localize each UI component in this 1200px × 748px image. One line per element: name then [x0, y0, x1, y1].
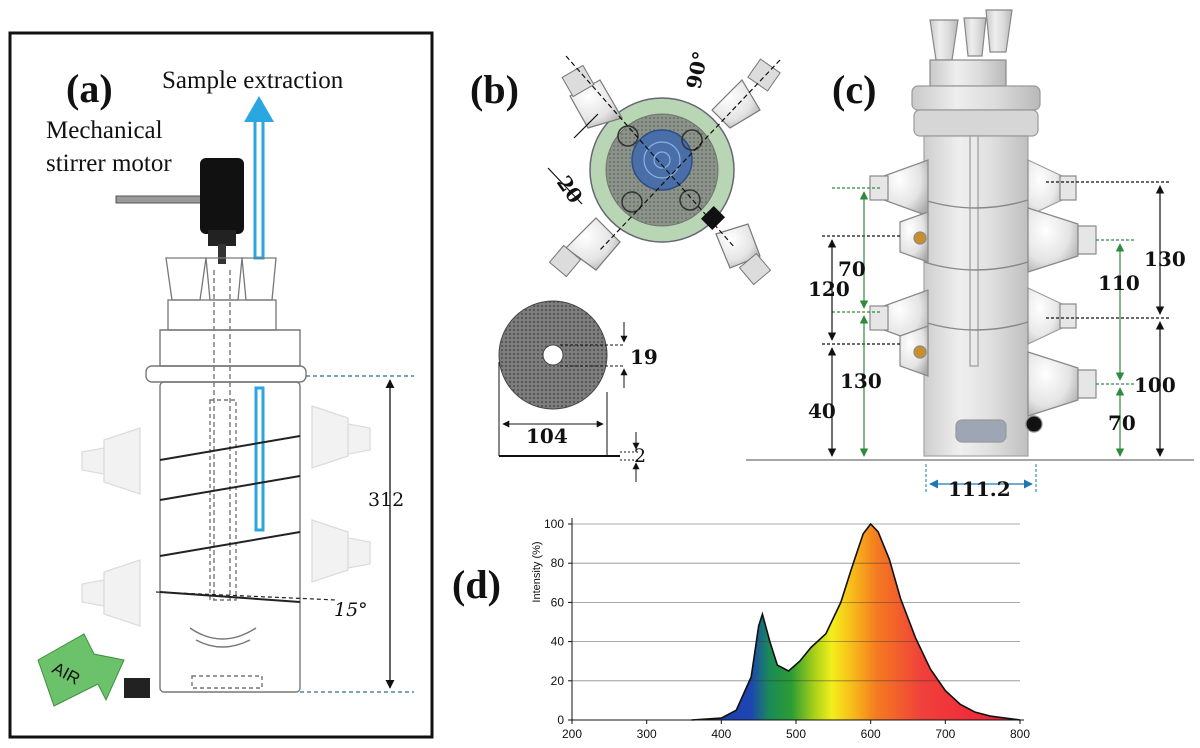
left-dimensions	[822, 187, 900, 457]
lamp-top-left	[561, 64, 623, 129]
dim-right-3: 70	[1108, 411, 1136, 435]
disk-center-hole	[542, 344, 564, 366]
y-axis-label: Intensity (%)	[531, 541, 543, 602]
dim-right-2: 100	[1134, 373, 1176, 397]
coil-angle-label: 15°	[334, 599, 368, 621]
lamp-bottom-right	[715, 223, 772, 286]
x-tick-label: 300	[637, 727, 657, 741]
y-tick-label: 20	[551, 674, 565, 688]
y-tick-label: 60	[551, 595, 565, 609]
reactor-3d-lamps-right	[1025, 159, 1097, 433]
disk-diameter-label: 104	[526, 424, 568, 448]
y-tick-label: 40	[551, 635, 565, 649]
y-tick-label: 100	[544, 517, 564, 531]
disk-hole-label: 19	[630, 345, 658, 369]
height-dimension	[300, 375, 414, 693]
dim-left-0: 70	[838, 257, 866, 281]
air-valve	[124, 678, 150, 698]
x-tick-label: 500	[786, 727, 806, 741]
right-dimensions	[1046, 181, 1170, 457]
panel-d: (d) 0 20 40 60 80 100 200 300 400 500 600 700 800 Int…	[452, 517, 1030, 741]
lamp-angle-label: 90°	[681, 49, 712, 91]
spectrum-curve	[691, 522, 1021, 721]
panel-d-label: (d)	[452, 562, 501, 607]
disk-diameter-dimension	[498, 362, 640, 482]
lamp-bottom-left	[548, 217, 621, 278]
height-312-label: 312	[368, 489, 404, 511]
spectrum-chart: 0 20 40 60 80 100 200 300 400 500 600 700 800 Intensi…	[531, 517, 1030, 741]
x-tick-label: 700	[935, 727, 955, 741]
reactor-3d-coil	[923, 199, 1029, 331]
base-width-label: 111.2	[948, 477, 1011, 501]
stirrer-motor	[115, 158, 244, 264]
air-inlet-arrow	[37, 633, 125, 707]
dim-left-2: 130	[840, 369, 882, 393]
panel-b: (b)	[470, 49, 781, 482]
panel-c-label: (c)	[832, 67, 876, 112]
motor-label-line1: Mechanical	[46, 117, 163, 144]
x-tick-label: 600	[861, 727, 881, 741]
reactor-3d-lamps-left	[869, 159, 929, 377]
lamp-top-right	[711, 58, 781, 129]
lamp-spacing-label: 20	[552, 171, 588, 208]
cooling-coil	[159, 435, 301, 603]
dim-right-0: 130	[1144, 247, 1186, 271]
panel-b-label: (b)	[470, 67, 519, 112]
x-tick-label: 200	[562, 727, 582, 741]
y-tick-label: 80	[551, 556, 565, 570]
panel-a: (a) Sample extraction Mechanical stirrer…	[8, 31, 434, 739]
disk-thickness-label: 2	[634, 445, 646, 467]
reactor-3d-body	[911, 85, 1041, 457]
y-tick-label: 0	[557, 713, 564, 727]
lamp-ghosts	[81, 405, 371, 627]
panel-c: (c)	[746, 9, 1194, 501]
dim-right-1: 110	[1098, 271, 1140, 295]
base-width-dimension	[925, 464, 1037, 492]
x-tick-label: 400	[711, 727, 731, 741]
x-tick-label: 800	[1010, 727, 1030, 741]
sample-extraction-label: Sample extraction	[162, 67, 344, 94]
reactor-3d-adapters	[929, 9, 1013, 87]
lamp-axis-lines	[547, 55, 781, 251]
panel-a-frame	[8, 31, 434, 739]
dim-left-3: 40	[808, 399, 836, 423]
dim-left-1: 120	[808, 277, 850, 301]
panel-a-label: (a)	[66, 66, 113, 111]
center-port	[631, 129, 693, 191]
sample-tube	[254, 386, 265, 532]
spectrum-mask	[572, 524, 1020, 720]
motor-label-line2: stirrer motor	[46, 150, 172, 177]
disk-hole-dimension	[560, 322, 628, 388]
